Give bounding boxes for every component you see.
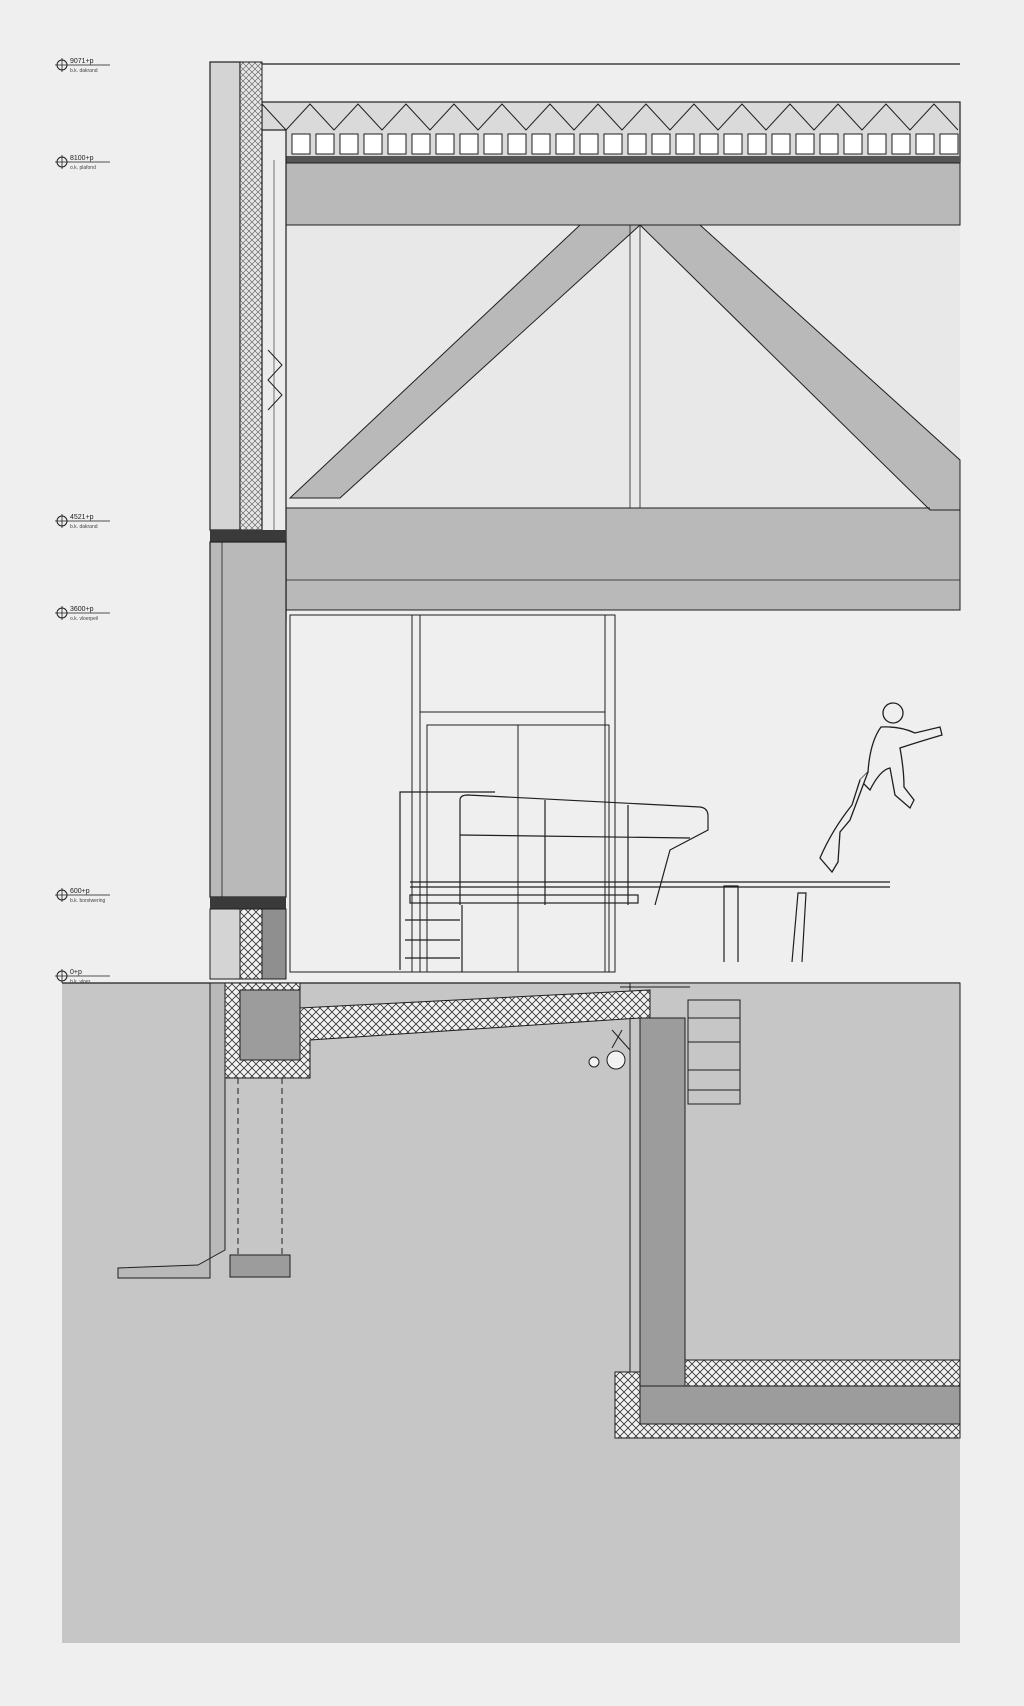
level-value: 8100+p (70, 155, 94, 162)
diving-platform (399, 791, 890, 972)
roof-purlins (267, 133, 959, 155)
roof-purlin-box (579, 133, 599, 155)
roof-purlin-box (651, 133, 671, 155)
level-value: 9071+p (70, 58, 94, 65)
roof-purlin-box (363, 133, 383, 155)
jumping-person (819, 702, 943, 874)
roof-purlin-box (291, 133, 311, 155)
level-value: 600+p (70, 888, 90, 895)
level-value: 0+p (70, 969, 82, 976)
roof-truss-zigzag (261, 103, 959, 131)
level-marker: 4521+p b.k. dakrand (55, 514, 110, 530)
level-description: b.k. vloer (70, 979, 91, 985)
level-value: 3600+p (70, 606, 94, 613)
level-description: b.k. dakrand (70, 524, 98, 530)
roof-purlin-box (771, 133, 791, 155)
level-description: o.k. vloerpeil (70, 616, 98, 622)
roof-purlin-box (939, 133, 959, 155)
roof-purlin-box (459, 133, 479, 155)
roof-purlin-box (915, 133, 935, 155)
roof-purlin-box (891, 133, 911, 155)
level-description: o.k. plafond (70, 165, 96, 171)
level-description: b.k. borstwering (70, 898, 106, 904)
roof-purlin-box (867, 133, 887, 155)
main-truss (284, 162, 961, 611)
roof-assembly (261, 63, 961, 163)
level-value: 4521+p (70, 514, 94, 521)
roof-purlin-box (843, 133, 863, 155)
roof-purlin-box (339, 133, 359, 155)
roof-purlin-box (747, 133, 767, 155)
level-markers: 9071+p b.k. dakrand 8100+p o.k. plafond … (55, 58, 110, 985)
roof-purlin-box (627, 133, 647, 155)
interior-glazing (289, 614, 616, 973)
level-marker: 3600+p o.k. vloerpeil (55, 606, 110, 622)
roof-purlin-box (699, 133, 719, 155)
level-description: b.k. dakrand (70, 68, 98, 74)
roof-purlin-box (531, 133, 551, 155)
roof-purlin-box (819, 133, 839, 155)
roof-purlin-box (603, 133, 623, 155)
level-marker: 0+p b.k. vloer (55, 969, 110, 985)
roof-zigzag-line (261, 103, 959, 131)
roof-purlin-box (795, 133, 815, 155)
level-marker: 600+p b.k. borstwering (55, 888, 110, 904)
roof-purlin-box (387, 133, 407, 155)
roof-purlin-box (723, 133, 743, 155)
roof-purlin-box (435, 133, 455, 155)
foundation-basin (117, 982, 961, 1439)
roof-purlin-box (315, 133, 335, 155)
roof-purlin-box (507, 133, 527, 155)
roof-purlin-box (555, 133, 575, 155)
roof-purlin-box (675, 133, 695, 155)
level-marker: 8100+p o.k. plafond (55, 155, 110, 171)
facade-wall (209, 61, 287, 980)
roof-purlin-box (483, 133, 503, 155)
roof-purlin-box (411, 133, 431, 155)
level-marker: 9071+p b.k. dakrand (55, 58, 110, 74)
